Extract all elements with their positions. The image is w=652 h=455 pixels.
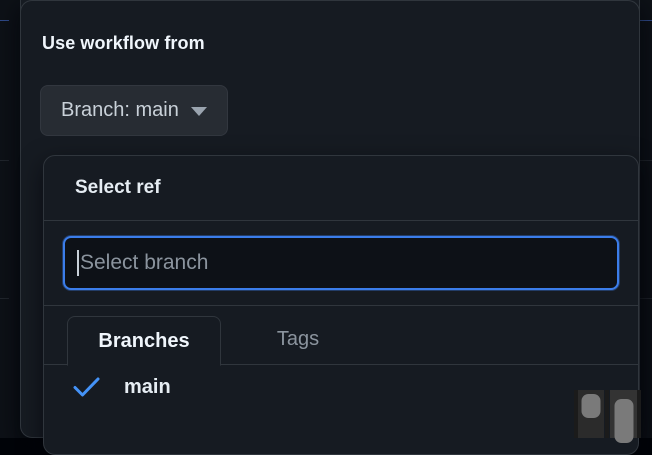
workflow-dispatch-popover: Use workflow from Branch: main Select re…	[20, 0, 640, 438]
page-title: Use workflow from	[42, 33, 205, 54]
backdrop-rule	[640, 20, 652, 21]
branch-selector-button[interactable]: Branch: main	[40, 85, 228, 136]
page-scrollbar-thumb[interactable]	[614, 399, 633, 443]
scrollbar-edge	[637, 390, 641, 438]
search-row: Select branch	[44, 221, 638, 306]
tab-tags-label: Tags	[277, 328, 319, 351]
check-icon	[72, 375, 102, 399]
tab-branches-label: Branches	[98, 330, 189, 353]
list-item[interactable]: main	[44, 365, 638, 409]
tab-branches[interactable]: Branches	[67, 316, 221, 366]
branch-search-input[interactable]: Select branch	[63, 236, 619, 290]
list-item-label: main	[124, 376, 171, 399]
scrollbar-edge	[605, 390, 609, 438]
branch-selector-label: Branch: main	[61, 99, 179, 122]
ref-tabs: Branches Tags	[44, 306, 638, 365]
dialog-scrollbar-thumb[interactable]	[582, 394, 601, 418]
dialog-scrollbar[interactable]	[578, 390, 604, 438]
backdrop-rule	[0, 160, 9, 161]
backdrop-rule	[640, 160, 652, 161]
select-ref-header: Select ref	[44, 156, 638, 221]
tab-tags[interactable]: Tags	[221, 315, 375, 365]
backdrop-rule	[0, 298, 9, 299]
backdrop-rule	[0, 20, 9, 21]
chevron-down-icon	[191, 107, 207, 116]
branch-list: main	[44, 365, 638, 409]
select-ref-title: Select ref	[75, 177, 161, 199]
backdrop-rule	[640, 298, 652, 299]
page-scrollbar[interactable]	[610, 390, 637, 438]
text-cursor-icon	[77, 250, 79, 276]
branch-search-placeholder: Select branch	[80, 251, 208, 275]
select-ref-dialog: Select ref Select branch Branches Tags	[43, 155, 639, 455]
